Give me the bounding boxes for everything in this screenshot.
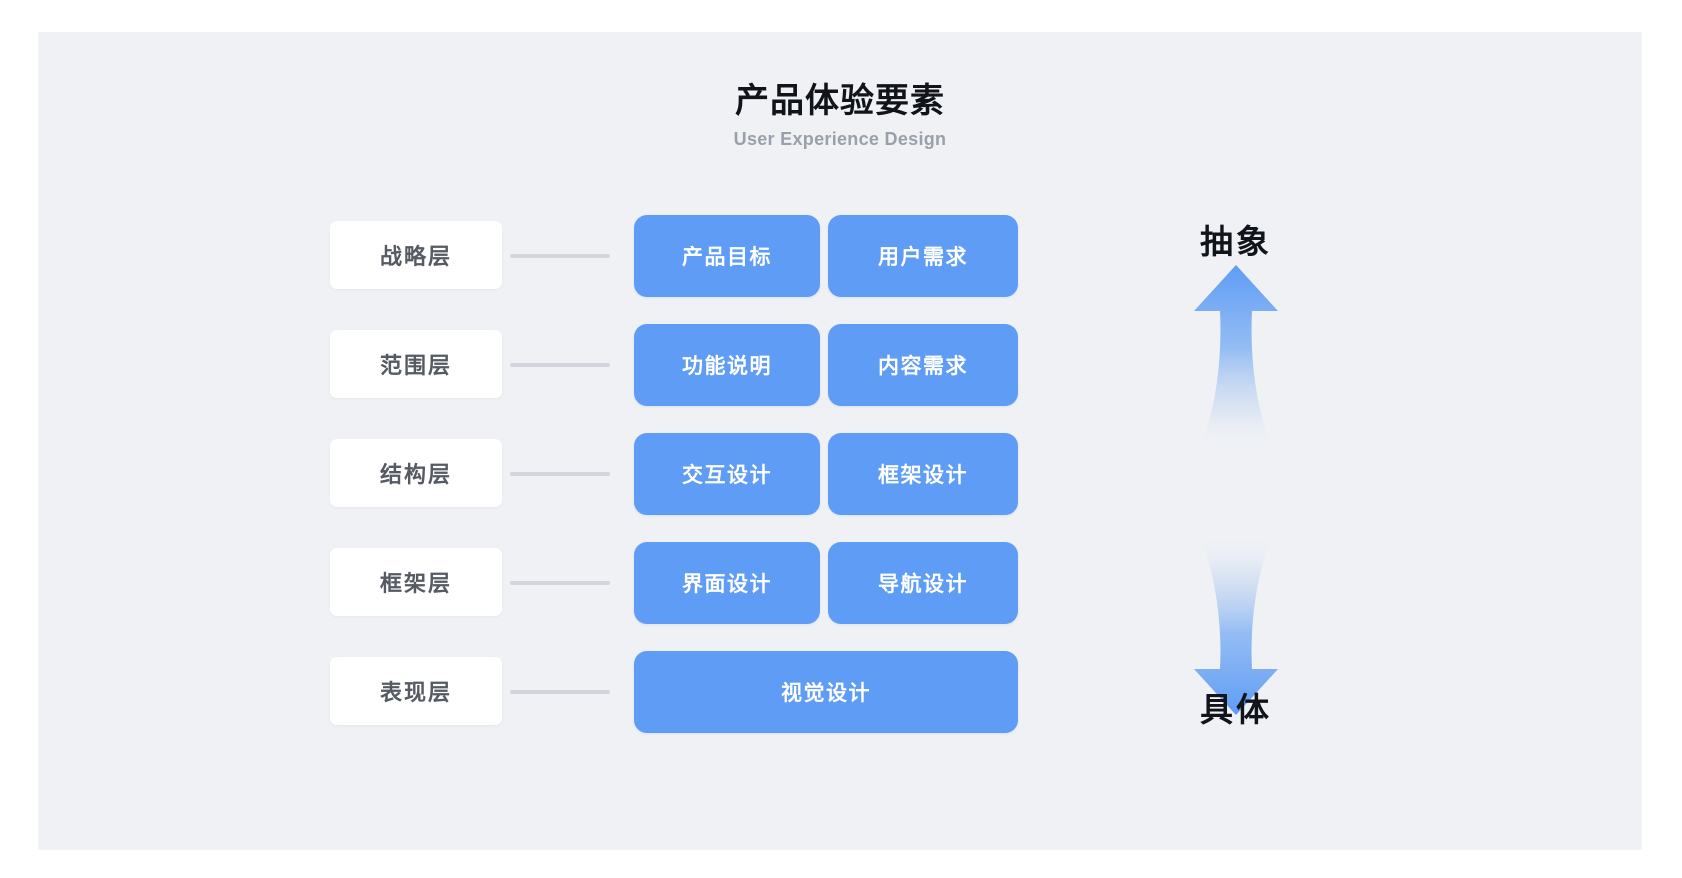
card-label: 用户需求 [878,246,968,269]
card-interface-design[interactable]: 界面设计 [634,542,820,624]
layer-chip-label: 范围层 [379,353,452,378]
connector-line [510,690,610,694]
card-group-strategy: 产品目标 用户需求 [634,215,1018,297]
layer-row-surface: 表现层 视觉设计 [38,651,1642,733]
layer-chip-strategy[interactable]: 战略层 [330,221,502,289]
layer-chip-skeleton[interactable]: 框架层 [330,548,502,616]
card-label: 交互设计 [682,464,772,487]
arrow-up-icon [1126,263,1346,453]
card-content-requirements[interactable]: 内容需求 [828,324,1018,406]
card-group-scope: 功能说明 内容需求 [634,324,1018,406]
layer-chip-scope[interactable]: 范围层 [330,330,502,398]
layer-row-strategy: 战略层 产品目标 用户需求 [38,215,1642,297]
card-navigation-design[interactable]: 导航设计 [828,542,1018,624]
layer-chip-label: 表现层 [379,680,452,705]
layer-row-scope: 范围层 功能说明 内容需求 [38,324,1642,406]
axis-label-concrete: 具体 [1200,691,1272,728]
connector-line [510,254,610,258]
card-functional-spec[interactable]: 功能说明 [634,324,820,406]
card-label: 导航设计 [878,573,968,596]
abstraction-axis: 抽象 [1126,187,1346,747]
page-title: 产品体验要素 [735,82,945,120]
layer-chip-label: 结构层 [379,462,452,487]
layer-chip-label: 战略层 [379,244,452,269]
layer-chip-structure[interactable]: 结构层 [330,439,502,507]
arrow-down-icon [1126,535,1346,717]
card-label: 内容需求 [878,355,968,378]
card-group-skeleton: 界面设计 导航设计 [634,542,1018,624]
card-user-needs[interactable]: 用户需求 [828,215,1018,297]
header: 产品体验要素 User Experience Design [38,80,1642,150]
card-label: 界面设计 [682,573,772,596]
content-panel: 产品体验要素 User Experience Design 战略层 产品目标 用… [38,32,1642,850]
card-group-structure: 交互设计 框架设计 [634,433,1018,515]
card-information-architecture[interactable]: 框架设计 [828,433,1018,515]
card-label: 视觉设计 [781,682,871,705]
card-interaction-design[interactable]: 交互设计 [634,433,820,515]
layer-row-skeleton: 框架层 界面设计 导航设计 [38,542,1642,624]
ux-layers-diagram: 战略层 产品目标 用户需求 范围层 [38,187,1642,747]
connector-line [510,363,610,367]
card-label: 产品目标 [682,246,772,269]
card-label: 框架设计 [878,464,968,487]
card-product-goal[interactable]: 产品目标 [634,215,820,297]
connector-line [510,581,610,585]
layer-chip-label: 框架层 [379,571,452,596]
page-subtitle: User Experience Design [733,128,947,149]
layer-chip-surface[interactable]: 表现层 [330,657,502,725]
card-label: 功能说明 [682,355,772,378]
card-visual-design[interactable]: 视觉设计 [634,651,1018,733]
axis-label-abstract: 抽象 [1200,223,1272,260]
connector-line [510,472,610,476]
layer-row-structure: 结构层 交互设计 框架设计 [38,433,1642,515]
card-group-surface: 视觉设计 [634,651,1018,733]
